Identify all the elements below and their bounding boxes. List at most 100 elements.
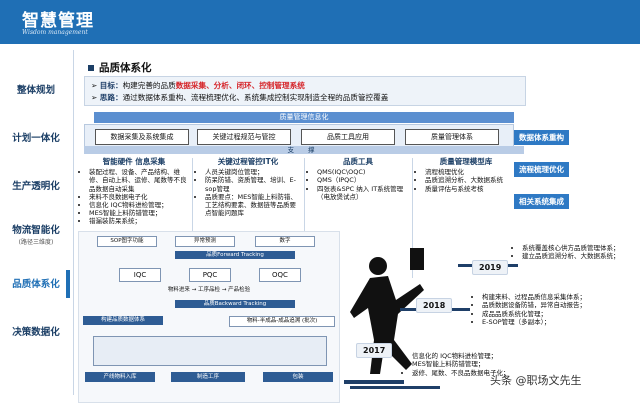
timeline-item: 系统覆盖核心供方品质管理体系； — [522, 244, 638, 252]
support-bar: 支 撑 — [84, 146, 524, 154]
station-box: IQC — [119, 268, 161, 282]
right-label: 数据体系重构 — [514, 130, 569, 145]
column-item: 错漏装防呆系统； — [89, 217, 188, 225]
column-divider — [304, 158, 305, 278]
column-hardware: 智能硬件 信息采集 装配过程、设备、产品结构、维修、自动上料、运修、尾数等不良品… — [80, 157, 188, 226]
right-label: 流程梳理优化 — [514, 162, 569, 177]
page-title: 智慧管理 — [22, 11, 94, 31]
column-divider — [192, 158, 193, 278]
sidebar-item-label: 品质体系化 — [12, 279, 60, 290]
goal-highlight: 数据采集、分析、闭环、控制管理系统 — [175, 81, 305, 90]
equipment-area — [93, 336, 327, 366]
sidebar-item-production-transparency[interactable]: 生产透明化 — [0, 178, 72, 192]
column-item: QMS(IQC\OQC) — [317, 168, 408, 176]
sidebar-item-overall-plan[interactable]: 整体规划 — [0, 82, 72, 96]
quality-flow-diagram: SOP图字功能 异常预测 数字 品质Forward Tracking IQC P… — [78, 231, 340, 403]
category-box: 质量管理体系 — [405, 129, 499, 145]
forward-tracking-label: 品质Forward Tracking — [175, 251, 295, 259]
backward-tracking-label: 品质Backward Tracking — [175, 300, 295, 308]
timeline-2017-list: 信息化的 IQC物料进检管理； MES智能上料防错管理； 返修、尾数、不良品数据… — [404, 352, 564, 377]
sidebar-item-label: 物流智能化 — [12, 225, 60, 236]
sidebar-item-sublabel: (路径三维度) — [18, 239, 54, 246]
timeline-item: 信息化的 IQC物料进检管理； — [412, 352, 564, 360]
column-head: 关键过程管控IT化 — [217, 157, 279, 166]
goal-box: ➢ 目标：构建完善的品质数据采集、分析、闭环、控制管理系统 ➢ 思路：通过数据体… — [84, 76, 526, 106]
main-content: 品质体系化 ➢ 目标：构建完善的品质数据采集、分析、闭环、控制管理系统 ➢ 思路… — [78, 48, 638, 403]
timeline-item: 建立品质追溯分析、大数据系统； — [522, 252, 638, 260]
sidebar-nav: 整体规划 计划一体化 生产透明化 物流智能化 (路径三维度) 品质体系化 决策数… — [0, 44, 72, 400]
column-tools: 品质工具 QMS(IQC\OQC) QMS（IPQC） 四张表&SPC 纳入 I… — [308, 157, 408, 201]
column-head: 质量管理模型库 — [439, 157, 493, 166]
timeline-item: MES智能上料防错管理； — [412, 360, 564, 368]
column-item: 来料不良数据电子化 — [89, 193, 188, 201]
page-subtitle: Wisdom management — [22, 29, 88, 36]
column-item: 四张表&SPC 纳入 IT系统管理（电放煲试点） — [317, 185, 408, 201]
timeline-2019-list: 系统覆盖核心供方品质管理体系； 建立品质追溯分析、大数据系统； — [514, 244, 638, 261]
sidebar-item-label: 决策数据化 — [12, 327, 60, 338]
flow-label: 物料进来 → 工序品检 → 产品检验 — [167, 287, 251, 293]
timeline-item: 返修、尾数、不良品数据电子化； — [412, 369, 564, 377]
column-item: QMS（IPQC） — [317, 176, 408, 184]
column-process: 关键过程管控IT化 人员关键岗位管理； 防呆防错、资质管理、培训、E-sop管理… — [196, 157, 300, 218]
timeline-2018-list: 构建来料、过程品质信息采集体系； 品质数据设备防错，异常自动报告； 成品品质系统… — [474, 293, 634, 327]
timeline-item: 构建来料、过程品质信息采集体系； — [482, 293, 634, 301]
goal-line: ➢ 目标：构建完善的品质数据采集、分析、闭环、控制管理系统 — [91, 81, 305, 90]
column-head: 智能硬件 信息采集 — [102, 157, 166, 166]
active-indicator — [66, 270, 70, 298]
category-row: 数据采集及系统集成 关键过程规范与管控 品质工具应用 质量管理体系 — [84, 124, 514, 148]
diagram-top-box: 异常预测 — [175, 236, 235, 247]
sidebar-divider — [73, 50, 74, 395]
sidebar-item-label: 整体规划 — [16, 85, 55, 96]
climbing-figure-icon — [344, 248, 424, 384]
bullet-square-icon — [88, 65, 94, 71]
year-badge: 2017 — [356, 343, 393, 358]
column-item: 质量评估与系统考核 — [425, 185, 516, 193]
process-step: 包装 — [263, 372, 333, 382]
diagram-top-box: 数字 — [255, 236, 315, 247]
traceability-label: 物料-半成品-成品追溯 (批次) — [229, 316, 335, 327]
year-badge: 2019 — [472, 260, 509, 275]
idea-line: ➢ 思路：通过数据体系重构、流程梳理优化、系统集成控制实现制造全程的品质管控覆盖 — [91, 93, 389, 102]
column-item: 装配过程、设备、产品结构、维修、自动上料、运修、尾数等不良品数据自动采集 — [89, 168, 188, 193]
column-item: 防呆防错、资质管理、培训、E-sop管理 — [205, 176, 300, 192]
right-label: 相关系统集成 — [514, 194, 569, 209]
column-head: 品质工具 — [343, 157, 373, 166]
column-divider — [412, 158, 413, 278]
process-step: 制造工序 — [171, 372, 245, 382]
column-item: 信息化 IQC物料进检管理； — [89, 201, 188, 209]
data-system-title: 构建品质数据体系 — [83, 316, 163, 325]
sidebar-item-decision-data[interactable]: 决策数据化 — [0, 324, 72, 338]
idea-label: 思路： — [99, 93, 123, 102]
sidebar-item-quality-system[interactable]: 品质体系化 — [0, 276, 72, 290]
timeline-item: 品质数据设备防错，异常自动报告； — [482, 301, 634, 309]
idea-text: 通过数据体系重构、流程梳理优化、系统集成控制实现制造全程的品质管控覆盖 — [122, 93, 389, 102]
timeline-step — [350, 386, 440, 389]
column-item: 流程梳理优化 — [425, 168, 516, 176]
header-bar: 智慧管理 Wisdom management — [0, 0, 640, 44]
column-item: MES智能上料防错管理； — [89, 209, 188, 217]
year-badge: 2018 — [416, 298, 453, 313]
timeline-item: 成品品质系统化管理； — [482, 310, 634, 318]
process-step: 产线物料入库 — [85, 372, 155, 382]
station-box: PQC — [189, 268, 231, 282]
category-box: 关键过程规范与管控 — [197, 129, 291, 145]
sidebar-item-logistics[interactable]: 物流智能化 (路径三维度) — [0, 222, 72, 246]
diagram-top-box: SOP图字功能 — [97, 236, 157, 247]
station-box: OQC — [259, 268, 301, 282]
section-title-text: 品质体系化 — [99, 62, 152, 74]
watermark: 头条 @职场文先生 — [490, 374, 582, 387]
goal-text: 构建完善的品质 — [122, 81, 176, 90]
column-item: 人员关键岗位管理； — [205, 168, 300, 176]
goal-label: 目标： — [99, 81, 123, 90]
info-banner: 质量管理信息化 — [94, 112, 514, 123]
category-box: 品质工具应用 — [301, 129, 395, 145]
section-title: 品质体系化 — [88, 60, 152, 75]
column-model-lib: 质量管理模型库 流程梳理优化 品质追溯分析、大数据系统 质量评估与系统考核 — [416, 157, 516, 193]
timeline-item: E-SOP管理（多副本）； — [482, 318, 634, 326]
sidebar-item-plan-integration[interactable]: 计划一体化 — [0, 130, 72, 144]
sidebar-item-label: 计划一体化 — [12, 133, 60, 144]
column-item: 品质要点：MES智能上料防错、工艺结构要素、数据链等品质要点智能问题库 — [205, 193, 300, 218]
category-box: 数据采集及系统集成 — [95, 129, 189, 145]
sidebar-item-label: 生产透明化 — [12, 181, 60, 192]
column-item: 品质追溯分析、大数据系统 — [425, 176, 516, 184]
